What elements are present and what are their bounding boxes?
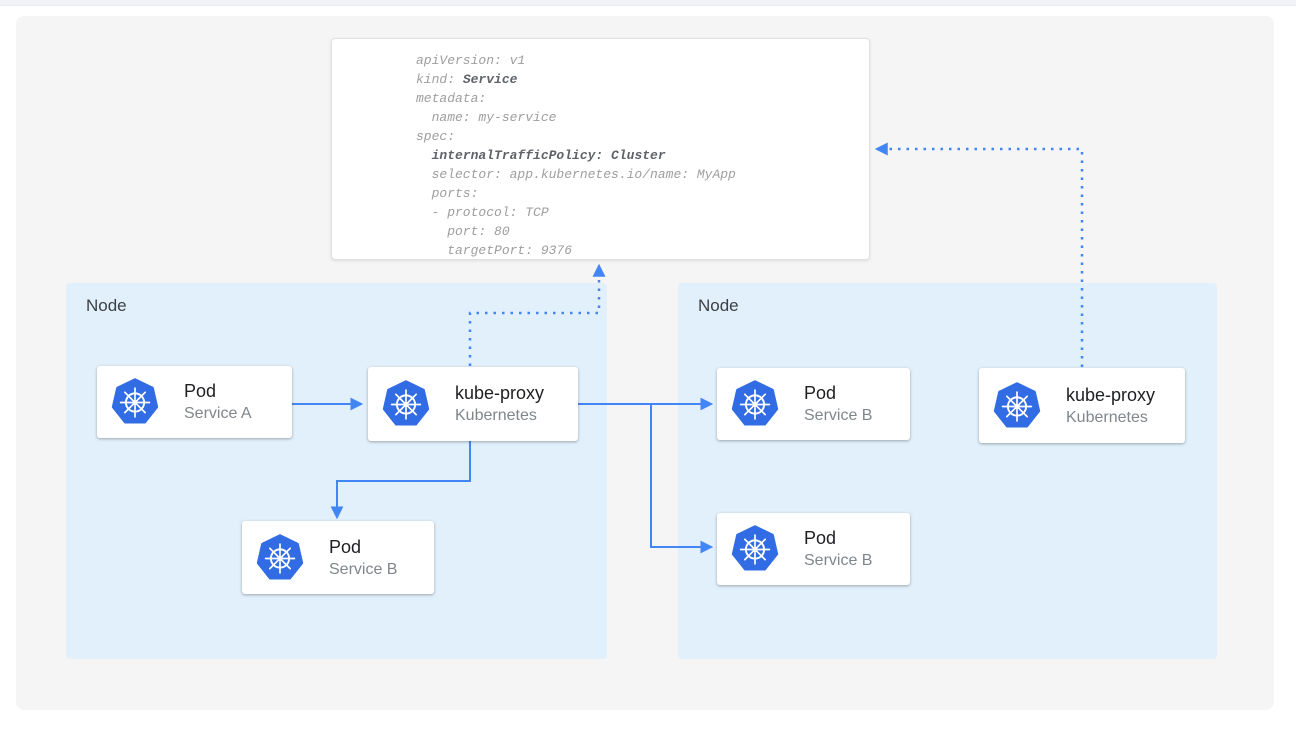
kubernetes-icon (731, 525, 779, 573)
kubernetes-icon (993, 382, 1041, 430)
card-pod-service-b-right-bottom: Pod Service B (717, 513, 910, 585)
node-label: Node (698, 296, 739, 316)
yaml-code-line: spec: (416, 127, 869, 146)
card-title: Pod (804, 382, 872, 405)
yaml-code-line: - protocol: TCP (416, 203, 869, 222)
card-subtitle: Kubernetes (455, 405, 544, 426)
card-title: Pod (804, 527, 872, 550)
card-subtitle: Service B (329, 559, 397, 580)
yaml-code-line: port: 80 (416, 222, 869, 241)
card-subtitle: Kubernetes (1066, 407, 1155, 428)
card-pod-service-b-right-top: Pod Service B (717, 368, 910, 440)
node-label: Node (86, 296, 127, 316)
node-panel-left: Node (66, 283, 607, 659)
card-subtitle: Service B (804, 405, 872, 426)
yaml-code-line: selector: app.kubernetes.io/name: MyApp (416, 165, 869, 184)
yaml-code-line: kind: Service (416, 70, 869, 89)
yaml-code-block: apiVersion: v1kind: Servicemetadata: nam… (416, 51, 869, 260)
card-title: kube-proxy (1066, 384, 1155, 407)
card-title: Pod (184, 380, 252, 403)
card-kube-proxy-left: kube-proxy Kubernetes (368, 367, 578, 441)
card-title: kube-proxy (455, 382, 544, 405)
kubernetes-icon (731, 380, 779, 428)
card-kube-proxy-right: kube-proxy Kubernetes (979, 368, 1185, 443)
kubernetes-icon (256, 534, 304, 582)
card-subtitle: Service A (184, 403, 252, 424)
yaml-code-line: targetPort: 9376 (416, 241, 869, 260)
card-title: Pod (329, 536, 397, 559)
yaml-code-line: name: my-service (416, 108, 869, 127)
yaml-code-line: internalTrafficPolicy: Cluster (416, 146, 869, 165)
card-pod-service-b-left: Pod Service B (242, 521, 434, 594)
node-panel-right: Node (678, 283, 1217, 659)
yaml-code-line: metadata: (416, 89, 869, 108)
kubernetes-icon (111, 378, 159, 426)
service-yaml-card: apiVersion: v1kind: Servicemetadata: nam… (331, 38, 870, 260)
kubernetes-icon (382, 380, 430, 428)
card-subtitle: Service B (804, 550, 872, 571)
yaml-code-line: apiVersion: v1 (416, 51, 869, 70)
page-top-divider (0, 0, 1296, 6)
card-pod-service-a: Pod Service A (97, 366, 292, 438)
yaml-code-line: ports: (416, 184, 869, 203)
